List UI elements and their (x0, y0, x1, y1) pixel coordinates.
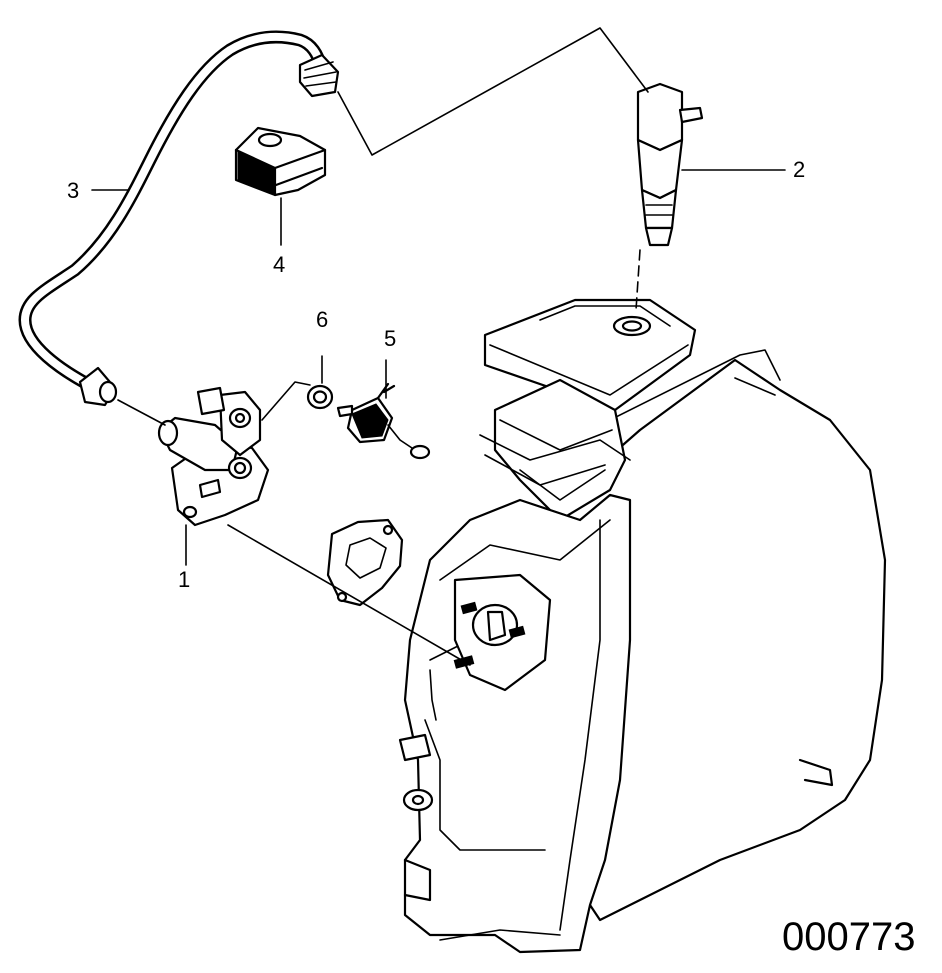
callout-5: 5 (384, 326, 396, 351)
callout-2: 2 (793, 157, 805, 182)
callout-4: 4 (273, 252, 285, 277)
document-number: 000773 (782, 915, 915, 959)
fuel-pipe (18, 30, 340, 407)
callout-6: 6 (316, 307, 328, 332)
pipe-clamp (234, 126, 327, 197)
leader-lines (91, 27, 786, 666)
callout-1: 1 (178, 567, 190, 592)
o-ring (306, 384, 334, 410)
engine-block (398, 298, 887, 954)
callout-3: 3 (67, 178, 79, 203)
stop-solenoid (336, 382, 431, 460)
injection-pump (157, 386, 270, 527)
pump-gasket (326, 518, 404, 607)
fuel-injector (636, 82, 704, 247)
